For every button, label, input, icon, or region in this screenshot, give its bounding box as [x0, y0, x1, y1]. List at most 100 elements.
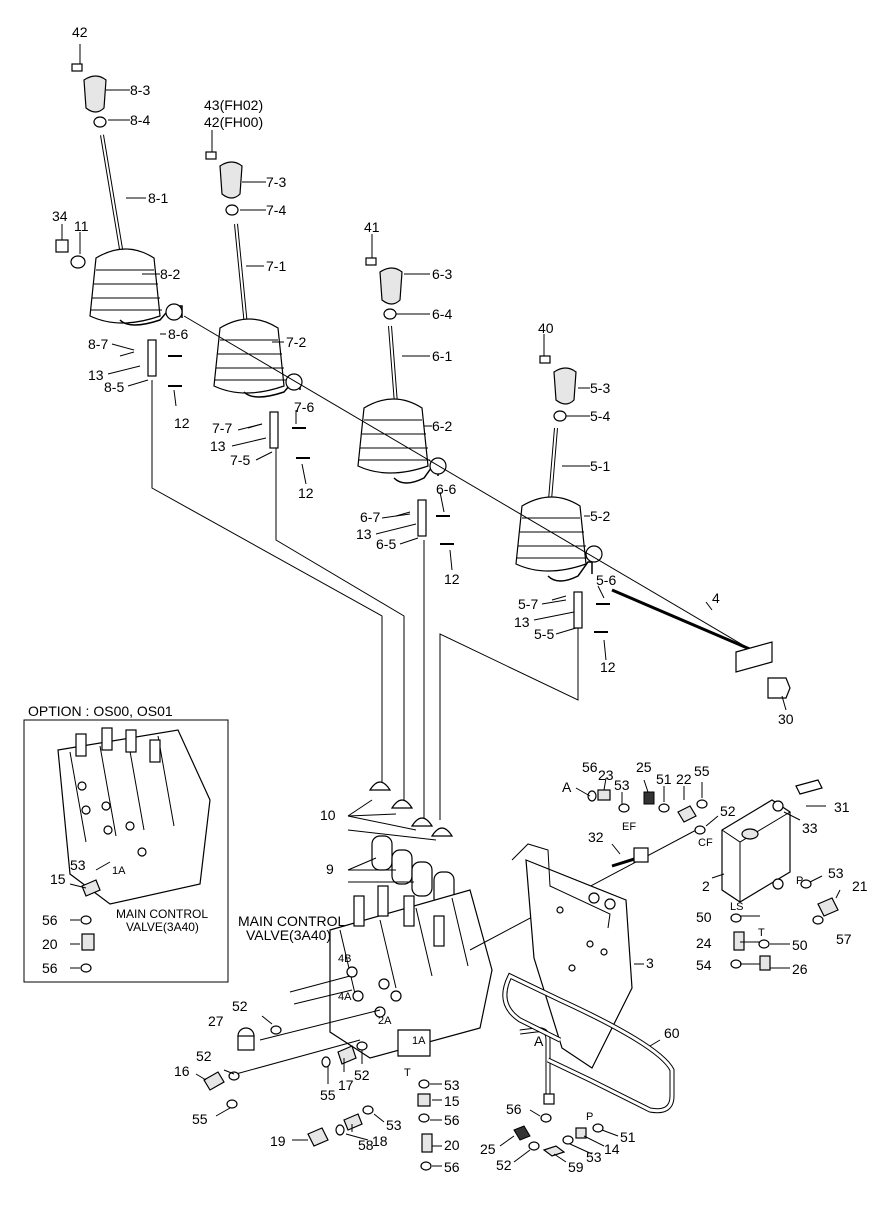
- label-5-1: 5-1: [590, 458, 610, 474]
- nut-6-4: [383, 308, 397, 320]
- label-52-b: 52: [232, 998, 248, 1014]
- main-control-valve: [235, 827, 701, 1075]
- label-5-7: 5-7: [518, 596, 538, 612]
- label-6-2: 6-2: [432, 418, 452, 434]
- label-26: 26: [792, 961, 808, 977]
- label-50-b: 50: [792, 937, 808, 953]
- knob-8-3: [83, 75, 107, 113]
- plate-7-5: [269, 411, 279, 449]
- cap-pin-41: [365, 257, 377, 266]
- label-port-4a: 4A: [338, 991, 352, 1003]
- label-8-5: 8-5: [104, 379, 124, 395]
- label-5-6: 5-6: [596, 572, 616, 588]
- label-8-7: 8-7: [88, 336, 108, 352]
- cap-pin-42: [71, 63, 83, 72]
- rod-4: [611, 588, 753, 652]
- label-7-7: 7-7: [212, 420, 232, 436]
- label-32: 32: [588, 829, 604, 845]
- option-port-1a: 1A: [112, 865, 126, 877]
- label-6-7: 6-7: [360, 509, 380, 525]
- label-5-4: 5-4: [590, 408, 610, 424]
- label-port-p: P: [796, 875, 803, 887]
- label-4: 4: [712, 590, 720, 606]
- label-15: 15: [444, 1093, 460, 1109]
- end-plate: [735, 641, 773, 673]
- label-7-1: 7-1: [266, 258, 286, 274]
- boot-7-2: [213, 318, 285, 394]
- bracket-3: [511, 843, 649, 1069]
- label-53-b: 53: [828, 865, 844, 881]
- label-27: 27: [208, 1013, 224, 1029]
- label-port-cf: CF: [698, 837, 713, 849]
- label-21: 21: [852, 878, 868, 894]
- cap-pin-43-42: [205, 151, 217, 160]
- label-7-4: 7-4: [266, 202, 286, 218]
- label-25-b: 25: [480, 1141, 496, 1157]
- nut-7-4: [225, 204, 239, 216]
- joint-8: [165, 303, 183, 321]
- label-55-b: 55: [192, 1111, 208, 1127]
- callout-labels: 42 8-3 8-4 8-1 8-2 34 11 8-6 8-7 13 8-5 …: [28, 24, 868, 1175]
- label-31: 31: [834, 799, 850, 815]
- label-7-6: 7-6: [294, 399, 314, 415]
- label-port-p2: P: [586, 1111, 593, 1123]
- label-port-a2: A: [534, 1033, 544, 1049]
- linkage-rod: [183, 315, 791, 699]
- label-52-c: 52: [196, 1048, 212, 1064]
- label-18: 18: [372, 1133, 388, 1149]
- main-valve-label-2: VALVE(3A40): [246, 927, 331, 943]
- label-52-e: 52: [496, 1157, 512, 1173]
- label-52-d: 52: [354, 1067, 370, 1083]
- boot-5-2: [515, 496, 587, 572]
- label-8-2: 8-2: [160, 266, 180, 282]
- label-56-a: 56: [582, 759, 598, 775]
- plate-5-5: [573, 591, 583, 629]
- label-42: 42: [72, 24, 88, 40]
- label-8-6: 8-6: [168, 326, 188, 342]
- joint-7: [285, 373, 303, 391]
- label-port-a: A: [562, 779, 572, 795]
- label-40: 40: [538, 320, 554, 336]
- label-12-c: 12: [444, 571, 460, 587]
- label-8-4: 8-4: [130, 112, 150, 128]
- option-label-56-a: 56: [42, 912, 58, 928]
- label-12-b: 12: [298, 485, 314, 501]
- label-19: 19: [270, 1133, 286, 1149]
- label-42-fh00: 42(FH00): [204, 114, 263, 130]
- label-5-5: 5-5: [534, 626, 554, 642]
- end-bolt-30: [767, 677, 791, 699]
- label-53-d: 53: [386, 1117, 402, 1133]
- label-3: 3: [646, 955, 654, 971]
- label-10: 10: [320, 807, 336, 823]
- washer-33: [772, 800, 784, 812]
- block-fittings: [587, 789, 839, 971]
- pipe-60: [502, 972, 675, 1114]
- label-51-b: 51: [620, 1129, 636, 1145]
- nut-5-4: [553, 410, 567, 422]
- option-label-20: 20: [42, 936, 58, 952]
- label-11: 11: [74, 218, 89, 234]
- label-25-a: 25: [636, 759, 652, 775]
- label-9: 9: [326, 861, 334, 877]
- label-port-2a: 2A: [378, 1015, 392, 1027]
- label-7-5: 7-5: [230, 452, 250, 468]
- label-53-e: 53: [586, 1149, 602, 1165]
- option-frame: [23, 719, 229, 983]
- label-12-a: 12: [174, 415, 190, 431]
- option-valve-label-2: VALVE(3A40): [126, 920, 199, 934]
- boot-6-2: [357, 398, 429, 474]
- label-55-c: 55: [320, 1087, 336, 1103]
- label-55-a: 55: [694, 763, 710, 779]
- bolt-31: [795, 779, 823, 795]
- label-port-ef: EF: [622, 821, 636, 833]
- boot-8-2: [89, 248, 161, 324]
- leader-lines-2: [61, 44, 841, 1167]
- label-54: 54: [696, 957, 712, 973]
- label-53-a: 53: [614, 777, 630, 793]
- label-8-1: 8-1: [148, 190, 168, 206]
- label-51-a: 51: [656, 771, 672, 787]
- label-13-a: 13: [88, 367, 104, 383]
- label-57: 57: [836, 931, 852, 947]
